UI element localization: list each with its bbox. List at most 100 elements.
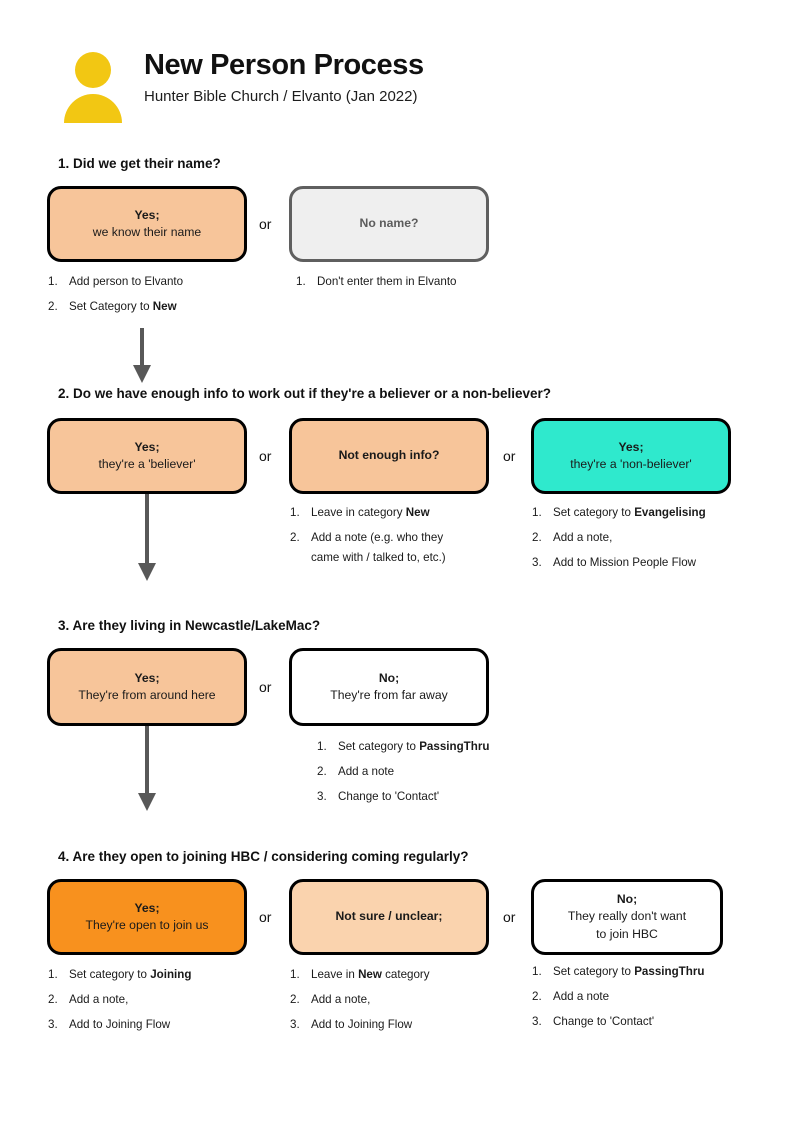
section-2-option-2-steps: 1. Leave in category New 2. Add a note (… xyxy=(290,505,505,575)
section-4-option-1-box[interactable]: Yes; They're open to join us xyxy=(47,879,247,955)
person-icon-body xyxy=(64,94,122,123)
list-item: 3. Add to Joining Flow xyxy=(48,1017,278,1033)
section-2-option-3-box[interactable]: Yes; they're a 'non-believer' xyxy=(531,418,731,494)
list-text: Add to Joining Flow xyxy=(311,1017,413,1031)
list-item: 1. Set category to Evangelising xyxy=(532,505,762,521)
person-icon-head xyxy=(75,52,111,88)
list-number: 1. xyxy=(290,506,300,519)
option-line2: we know their name xyxy=(92,225,202,239)
option-line2: They're open to join us xyxy=(85,918,209,932)
list-item: 3. Change to 'Contact' xyxy=(317,789,547,805)
list-text: Set Category to New xyxy=(69,299,177,313)
list-number: 1. xyxy=(317,740,327,753)
list-item: 1. Don't enter them in Elvanto xyxy=(296,274,526,290)
list-text: Leave in category New xyxy=(311,506,430,519)
section-4-heading: 4. Are they open to joining HBC / consid… xyxy=(58,849,469,864)
section-3-option-1-box[interactable]: Yes; They're from around here xyxy=(47,648,247,726)
list-item: 2. Add a note (e.g. who they xyxy=(290,530,505,546)
section-2-option-1-box[interactable]: Yes; they're a 'believer' xyxy=(47,418,247,494)
list-number: 2. xyxy=(290,530,300,544)
or-separator-4a: or xyxy=(259,909,272,925)
list-item: 1. Add person to Elvanto xyxy=(48,274,278,290)
list-item: 2. Add a note, xyxy=(290,992,505,1008)
list-item: 2. Add a note xyxy=(532,989,762,1005)
list-text: Set category to PassingThru xyxy=(553,965,705,978)
list-item: 2. Add a note, xyxy=(532,530,762,546)
section-1-option-2-box[interactable]: No name? xyxy=(289,186,489,262)
list-text: Don't enter them in Elvanto xyxy=(317,275,457,288)
list-number: 1. xyxy=(532,965,542,978)
title-block: New Person Process Hunter Bible Church /… xyxy=(144,48,424,106)
option-line1: Yes; xyxy=(134,670,160,685)
section-4-option-3-box[interactable]: No; They really don't want to join HBC xyxy=(531,879,723,955)
person-icon xyxy=(62,48,124,123)
list-number: 1. xyxy=(48,275,58,288)
list-text: Change to 'Contact' xyxy=(553,1014,655,1028)
list-number: 1. xyxy=(296,275,306,288)
section-2-option-3-steps: 1. Set category to Evangelising 2. Add a… xyxy=(532,505,762,580)
option-line2: they're a 'believer' xyxy=(98,457,196,471)
list-item: 2. Set Category to New xyxy=(48,299,278,315)
option-line1: No; xyxy=(616,892,638,906)
list-number: 1. xyxy=(48,968,58,981)
list-number: 3. xyxy=(317,789,327,803)
list-text: Add a note xyxy=(338,764,395,778)
list-item: 2. Add a note xyxy=(317,764,547,780)
or-separator-2b: or xyxy=(503,448,516,464)
option-line1: No name? xyxy=(359,216,419,231)
section-4-option-3-steps: 1. Set category to PassingThru 2. Add a … xyxy=(532,964,762,1039)
or-separator-2a: or xyxy=(259,448,272,464)
flow-arrow-2 xyxy=(136,494,158,581)
list-text: Add to Joining Flow xyxy=(69,1017,171,1031)
list-text: Add to Mission People Flow xyxy=(553,555,697,569)
section-3-option-2-box[interactable]: No; They're from far away xyxy=(289,648,489,726)
section-4-option-2-box[interactable]: Not sure / unclear; xyxy=(289,879,489,955)
section-3-option-2-steps: 1. Set category to PassingThru 2. Add a … xyxy=(317,739,547,814)
list-number: 1. xyxy=(532,506,542,519)
list-text-continuation: came with / talked to, etc.) xyxy=(311,550,446,564)
list-number: 2. xyxy=(290,992,300,1006)
list-text: Add a note, xyxy=(311,992,371,1006)
section-4-option-1-steps: 1. Set category to Joining 2. Add a note… xyxy=(48,967,278,1042)
option-line1: Not sure / unclear; xyxy=(335,909,443,924)
section-2-heading: 2. Do we have enough info to work out if… xyxy=(58,386,552,401)
list-number: 2. xyxy=(532,530,542,544)
section-1-option-1-box[interactable]: Yes; we know their name xyxy=(47,186,247,262)
flow-arrow-3 xyxy=(136,726,158,811)
option-line1: Yes; xyxy=(134,207,160,222)
list-item: 3. Change to 'Contact' xyxy=(532,1014,762,1030)
list-text: Set category to PassingThru xyxy=(338,740,490,753)
section-1-option-1-steps: 1. Add person to Elvanto 2. Set Category… xyxy=(48,274,278,324)
list-text: Change to 'Contact' xyxy=(338,789,440,803)
list-item: 3. Add to Mission People Flow xyxy=(532,555,762,571)
section-1-heading: 1. Did we get their name? xyxy=(58,156,221,171)
option-line2: They really don't want xyxy=(567,909,687,924)
section-1-option-2-steps: 1. Don't enter them in Elvanto xyxy=(296,274,526,299)
list-number: 1. xyxy=(290,968,300,981)
option-line1: Yes; xyxy=(618,439,644,454)
option-line2: They're from around here xyxy=(78,688,216,702)
option-line3: to join HBC xyxy=(596,926,658,941)
list-number: 2. xyxy=(532,989,542,1003)
list-item: 1. Leave in category New xyxy=(290,505,505,521)
page-subtitle: Hunter Bible Church / Elvanto (Jan 2022) xyxy=(144,87,418,105)
list-number: 2. xyxy=(48,992,58,1006)
option-line1: Yes; xyxy=(134,900,160,915)
option-line1: No; xyxy=(378,670,400,685)
flow-arrow-1 xyxy=(131,328,153,383)
list-item: 1. Set category to PassingThru xyxy=(532,964,762,980)
page-header: New Person Process Hunter Bible Church /… xyxy=(62,48,424,123)
list-text: Add person to Elvanto xyxy=(69,275,184,288)
section-2-option-2-box[interactable]: Not enough info? xyxy=(289,418,489,494)
list-item: 1. Set category to Joining xyxy=(48,967,278,983)
page-title: New Person Process xyxy=(144,49,424,81)
list-item: 3. Add to Joining Flow xyxy=(290,1017,505,1033)
option-line1: Not enough info? xyxy=(338,448,440,463)
list-number: 2. xyxy=(317,764,327,778)
list-text: Set category to Joining xyxy=(69,968,192,981)
list-number: 2. xyxy=(48,299,58,313)
list-item: 2. Add a note, xyxy=(48,992,278,1008)
list-number: 3. xyxy=(290,1017,300,1031)
option-line1: Yes; xyxy=(134,439,160,454)
or-separator-4b: or xyxy=(503,909,516,925)
